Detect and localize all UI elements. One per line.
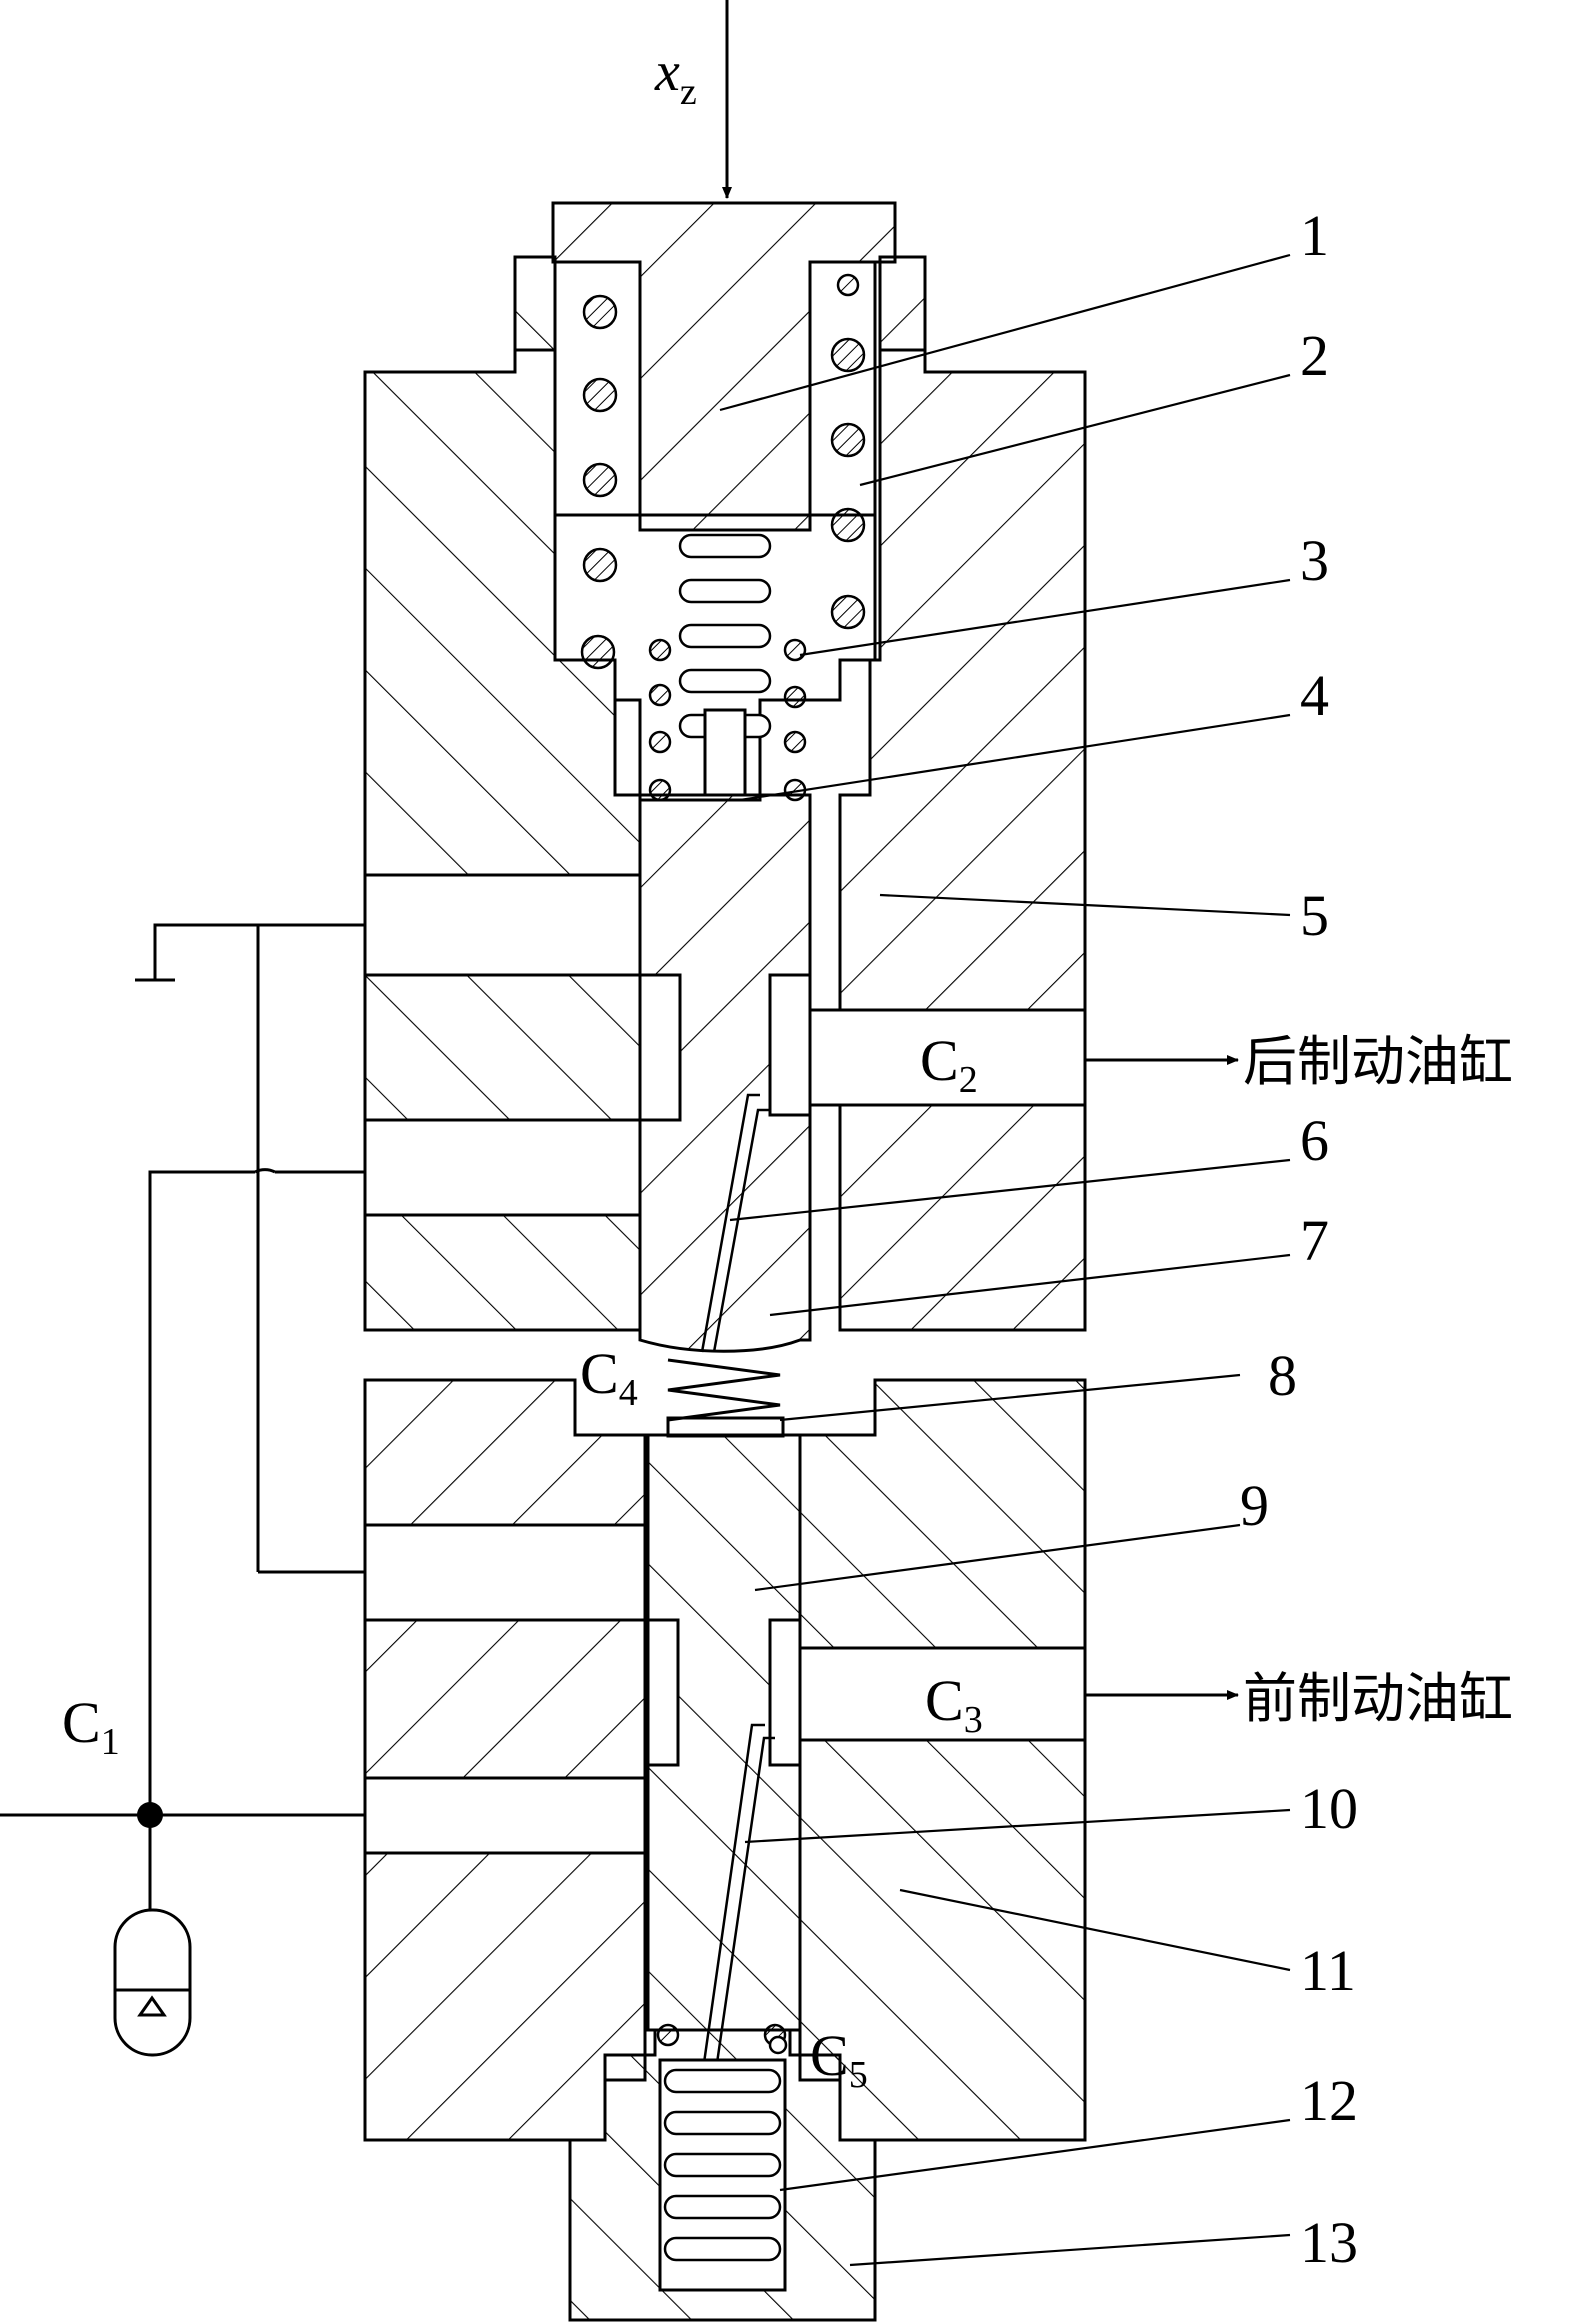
input-symbol: x [654,41,680,103]
accumulator-symbol [113,1908,192,2057]
part-12-spring [656,2023,788,2262]
input-subscript: z [680,71,697,113]
upper-spool-grooves [638,973,812,1122]
port-label-c2: C2 [920,1028,978,1101]
part-6-passage [700,1093,770,1353]
outlet-arrows [1085,1055,1239,1700]
lower-spool-grooves [646,1618,802,1767]
port-label-c5: C5 [810,2023,868,2096]
front-brake-cylinder-label: 前制动油缸 [1243,1667,1513,1730]
part-8-spring [666,1358,785,1438]
part-number-9: 9 [1240,1473,1269,1538]
part-number-labels: 1 2 3 4 5 6 7 8 9 10 11 12 13 [1240,203,1358,2275]
hydraulic-lines [0,923,365,1910]
part-10-passage [701,1723,775,2071]
part-number-13: 13 [1300,2210,1358,2275]
part-number-3: 3 [1300,528,1329,593]
part-number-5: 5 [1300,883,1329,948]
part-4-stem [703,708,747,797]
part-number-2: 2 [1300,323,1329,388]
part-number-6: 6 [1300,1108,1329,1173]
part-3-spring-coils [580,273,866,670]
port-label-c1: C1 [62,1690,120,1763]
part-number-8: 8 [1268,1343,1297,1408]
part-number-1: 1 [1300,203,1329,268]
part-number-7: 7 [1300,1208,1329,1273]
part-number-10: 10 [1300,1776,1358,1841]
part-number-12: 12 [1300,2068,1358,2133]
part-number-4: 4 [1300,663,1329,728]
junction-dot [137,1802,163,1828]
part-number-11: 11 [1300,1938,1356,2003]
part-9-lower-spool [646,1433,802,2032]
input-label: xz [654,41,697,113]
ports-left [363,873,647,1855]
port-label-c4: C4 [580,1341,638,1414]
port-label-c3: C3 [925,1668,983,1741]
leader-lines [719,253,1291,2267]
part-7-upper-spool [638,793,812,1353]
rear-brake-cylinder-label: 后制动油缸 [1243,1030,1513,1093]
